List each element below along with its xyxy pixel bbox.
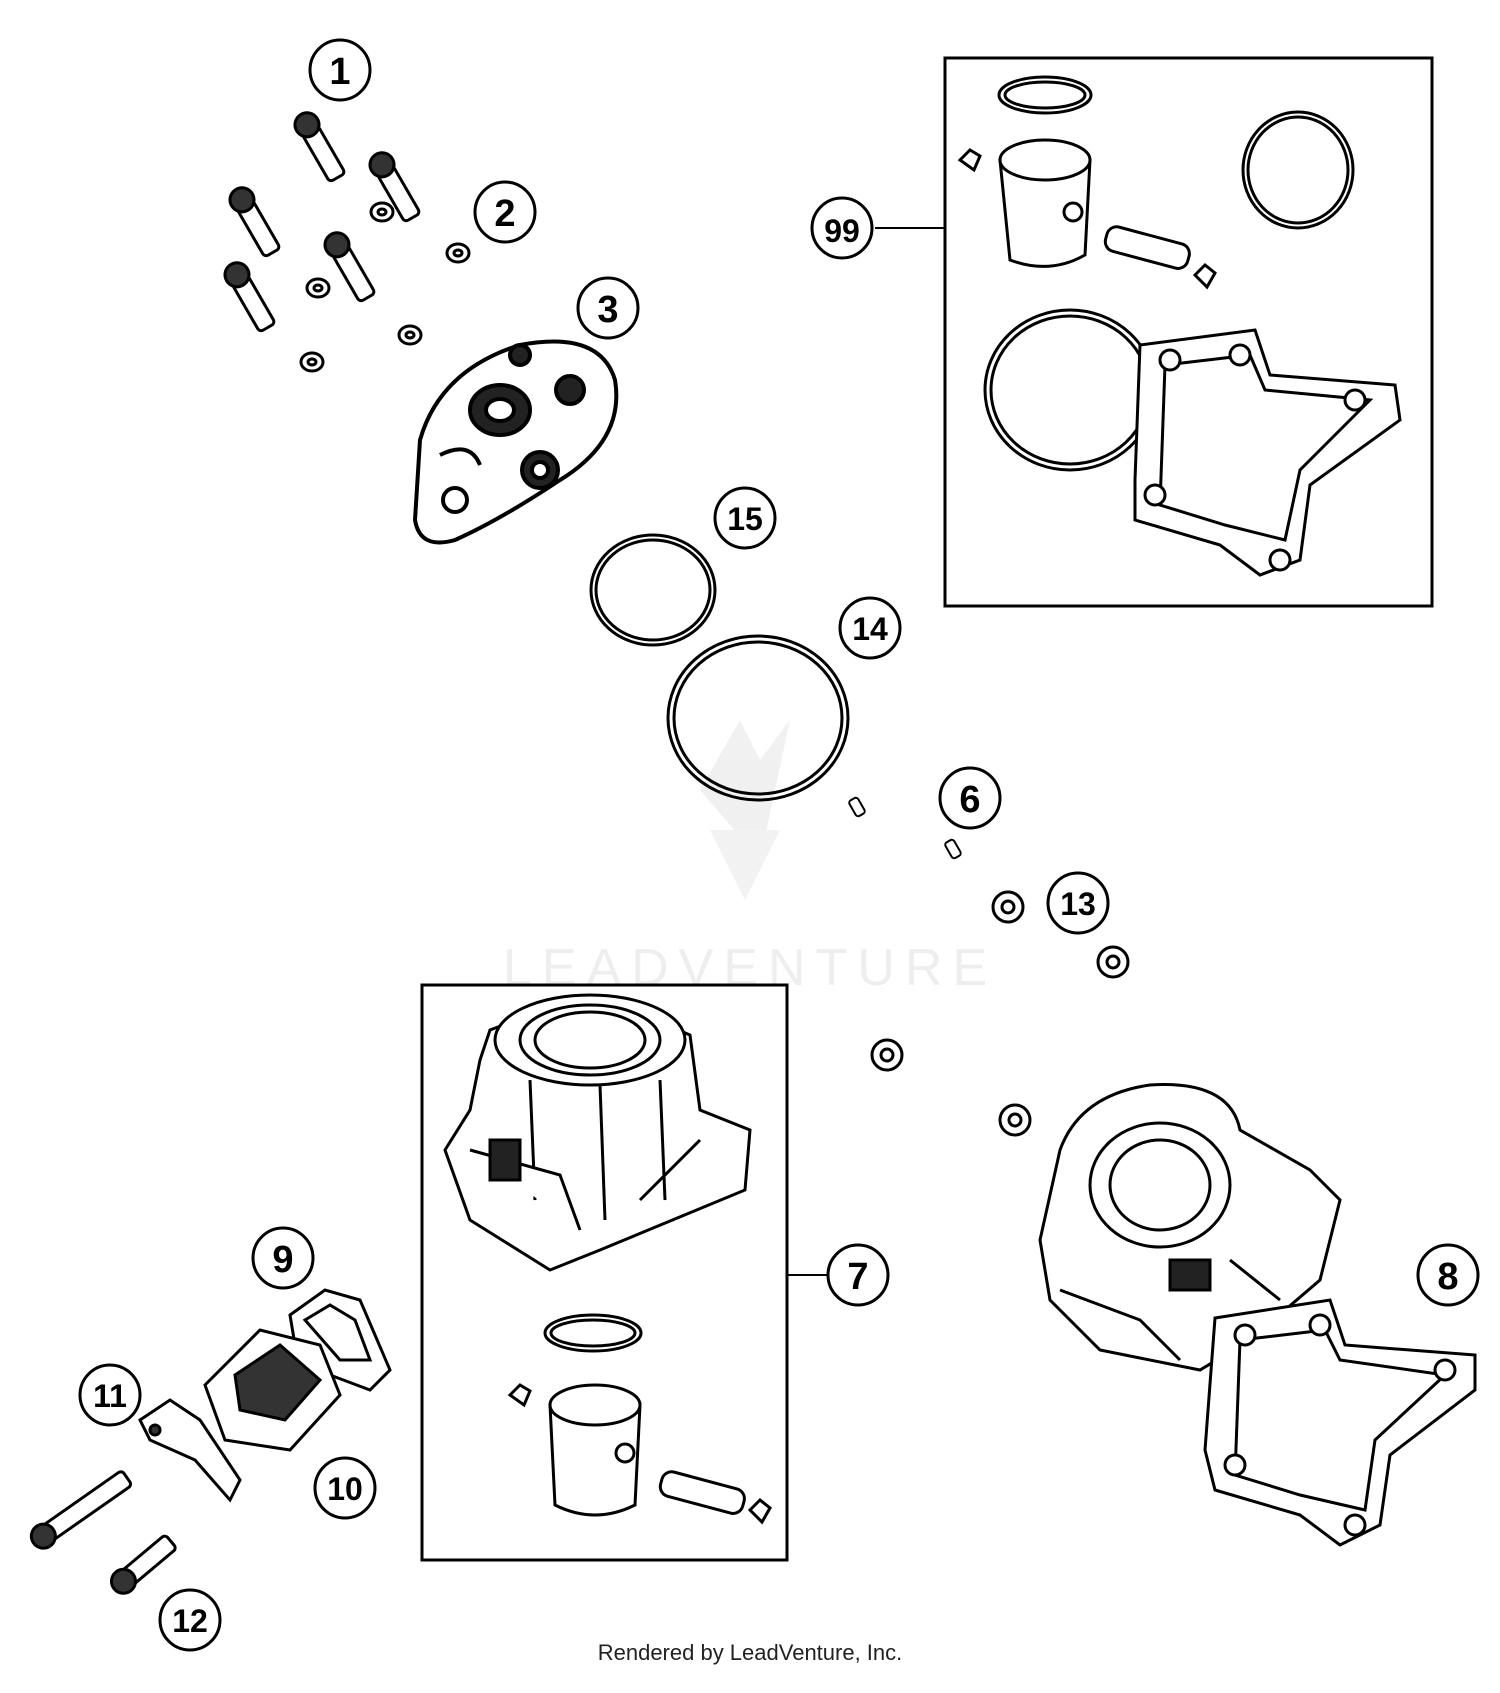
svg-text:7: 7	[847, 1256, 868, 1298]
svg-text:6: 6	[959, 779, 980, 821]
part-1-bolts[interactable]	[221, 108, 423, 333]
part-12-bolt[interactable]	[107, 1532, 179, 1598]
svg-text:15: 15	[727, 501, 763, 537]
part-13-nuts[interactable]	[870, 890, 1130, 1137]
part-6-dowel-pins[interactable]	[848, 796, 962, 860]
callout-13[interactable]: 13	[1046, 871, 1110, 935]
svg-text:99: 99	[824, 213, 860, 249]
watermark-text: LEADVENTURE	[503, 939, 997, 997]
svg-text:1: 1	[329, 51, 350, 93]
callout-1[interactable]: 1	[308, 38, 372, 102]
svg-text:3: 3	[597, 289, 618, 331]
callout-8[interactable]: 8	[1416, 1243, 1480, 1307]
callout-14[interactable]: 14	[838, 596, 902, 660]
callout-12[interactable]: 12	[158, 1588, 222, 1652]
svg-text:14: 14	[852, 611, 888, 647]
callout-10[interactable]: 10	[313, 1456, 377, 1520]
callout-7[interactable]: 7	[826, 1243, 890, 1307]
svg-text:11: 11	[93, 1378, 127, 1414]
callouts: 1 2 3 99 15 14 6 13 7 8 9 10 11 12	[78, 38, 1480, 1652]
part-15-o-ring[interactable]	[589, 533, 717, 647]
part-11-bracket[interactable]	[27, 1398, 242, 1553]
part-10-reed-block[interactable]	[203, 1328, 342, 1452]
footer-credit: Rendered by LeadVenture, Inc.	[597, 1640, 903, 1665]
svg-text:10: 10	[327, 1471, 363, 1507]
callout-9[interactable]: 9	[251, 1226, 315, 1290]
callout-11[interactable]: 11	[78, 1363, 142, 1427]
callout-3[interactable]: 3	[576, 276, 640, 340]
svg-text:12: 12	[172, 1603, 208, 1639]
part-2-washers[interactable]	[299, 201, 471, 373]
part-8-cylinder-and-gasket[interactable]	[1038, 1083, 1477, 1547]
svg-text:8: 8	[1437, 1256, 1458, 1298]
part-99-piston-kit[interactable]	[875, 56, 1434, 608]
part-7-cylinder-kit[interactable]	[420, 983, 830, 1562]
callout-15[interactable]: 15	[713, 486, 777, 550]
svg-text:9: 9	[272, 1239, 293, 1281]
callout-99[interactable]: 99	[810, 196, 874, 260]
svg-text:13: 13	[1060, 886, 1096, 922]
watermark: LEADVENTURE	[503, 720, 997, 997]
svg-text:2: 2	[494, 193, 515, 235]
part-3-cylinder-head[interactable]	[412, 339, 619, 545]
callout-2[interactable]: 2	[473, 180, 537, 244]
part-14-o-ring[interactable]	[666, 634, 850, 802]
callout-6[interactable]: 6	[938, 766, 1002, 830]
